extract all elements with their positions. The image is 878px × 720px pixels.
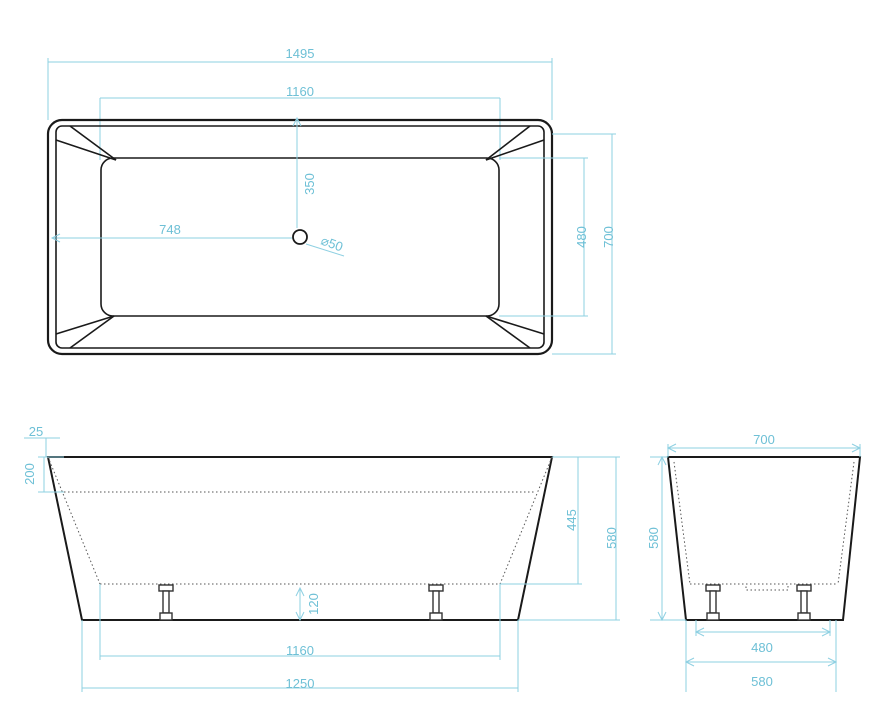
label-drain-offset-y: 350 [302,173,317,195]
label-end-top-width: 700 [753,432,775,447]
label-overall-height: 580 [604,527,619,549]
dim-end-base-width: 580 [684,620,838,692]
drain-hole [292,229,308,245]
label-inner-depth: 445 [564,509,579,531]
label-rim-depth: 200 [22,463,37,485]
side-view: 25 200 445 580 120 [22,424,620,692]
label-inner-length: 1160 [286,84,314,99]
label-end-base-width: 580 [751,674,773,689]
label-base-inner-length: 1160 [286,643,314,658]
dim-drain-diameter: ⌀50 [305,233,345,257]
dim-end-height: 580 [646,455,686,622]
dim-rim-thickness: 25 [24,424,60,457]
tub-end-profile [666,456,862,621]
label-base-length: 1250 [286,676,315,691]
label-rim-thickness: 25 [29,424,43,439]
tub-outer-rim [46,118,554,356]
tub-foot-right [428,584,444,621]
dim-drain-offset-y: 350 [292,116,317,228]
label-overall-length: 1495 [286,46,315,61]
tub-end-foot-left [705,584,721,621]
label-overall-width: 700 [601,226,616,248]
tub-corner-bevels [55,125,545,349]
tub-end-hidden-lines [673,461,855,591]
tub-basin [100,157,500,317]
dim-end-feet-spacing: 480 [694,620,832,655]
dim-base-inner-length: 1160 [99,584,501,660]
dim-inner-length: 1160 [99,84,501,160]
dim-foot-height: 120 [295,586,321,622]
tub-side-hidden-lines [47,456,553,585]
dim-inner-width: 480 [499,157,589,317]
dim-end-top-width: 700 [666,432,862,457]
dim-inner-depth: 445 [500,456,582,585]
label-drain-diameter: ⌀50 [319,233,345,255]
dim-drain-offset-x: 748 [50,222,292,243]
dim-rim-depth: 200 [22,456,64,493]
label-inner-width: 480 [574,226,589,248]
tub-end-foot-right [796,584,812,621]
dim-base-length: 1250 [81,620,519,692]
end-view: 700 580 480 580 [646,432,862,692]
dim-overall-height: 580 [518,456,620,621]
top-view: 1495 1160 350 [46,46,616,356]
tub-rim-inner-edge [55,125,545,349]
dim-overall-width: 700 [552,133,616,355]
label-end-feet-spacing: 480 [751,640,773,655]
label-foot-height: 120 [306,593,321,615]
dim-overall-length: 1495 [47,46,553,120]
tub-foot-left [158,584,174,621]
label-end-height: 580 [646,527,661,549]
label-drain-offset-x: 748 [159,222,181,237]
